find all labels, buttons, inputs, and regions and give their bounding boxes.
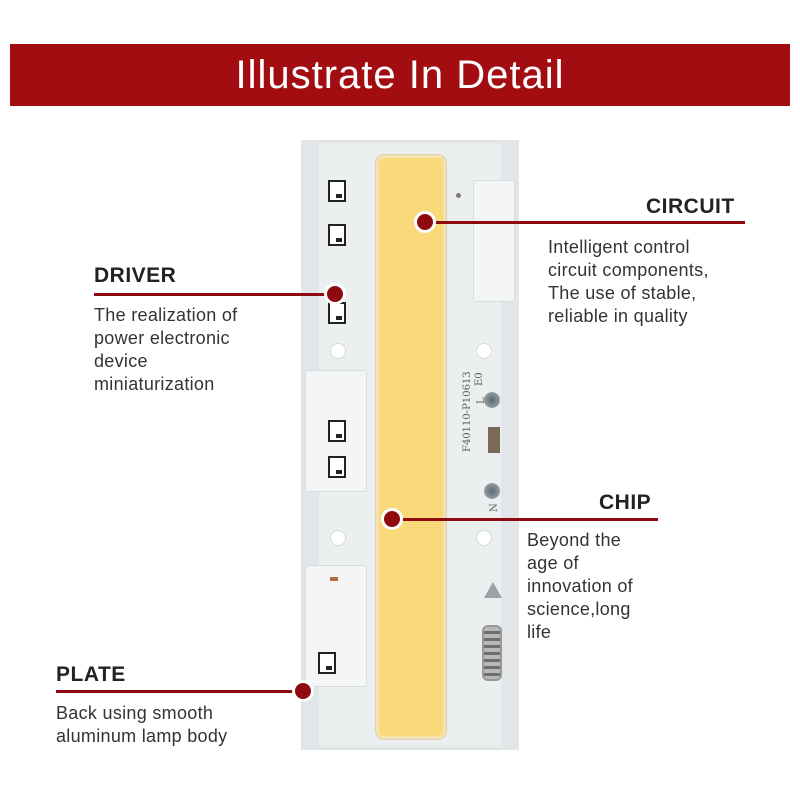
terminal-l-icon	[484, 392, 500, 408]
circuit-leader-line	[428, 221, 745, 224]
circuit-title: CIRCUIT	[646, 195, 735, 218]
chip-marker-dot	[381, 508, 403, 530]
driver-marker-dot	[324, 283, 346, 305]
plate-title: PLATE	[56, 663, 126, 686]
mount-hole-1	[330, 343, 346, 359]
board-label-n: N	[489, 503, 500, 512]
smd-component	[330, 577, 338, 581]
driver-pad-2	[328, 224, 346, 246]
driver-title: DRIVER	[94, 264, 177, 287]
smd-component-small	[456, 193, 461, 198]
circuit-description: Intelligent control circuit components, …	[548, 237, 709, 326]
board-print-code: F40110-P10613	[462, 371, 473, 452]
driver-pad-4	[328, 420, 346, 442]
chip-leader-line	[392, 518, 658, 521]
board-label-l: L	[476, 397, 487, 404]
resistor-component	[486, 425, 502, 455]
header-banner: Illustrate In Detail	[10, 44, 790, 106]
warning-icon	[484, 582, 502, 598]
plate-pad	[318, 652, 336, 674]
control-ic-icon	[482, 625, 502, 681]
plate-panel	[305, 565, 367, 687]
driver-description: The realization of power electronic devi…	[94, 305, 238, 394]
plate-marker-dot	[292, 680, 314, 702]
driver-leader-line	[94, 293, 338, 296]
plate-leader-line	[56, 690, 302, 693]
chip-description: Beyond the age of innovation of science,…	[527, 530, 633, 642]
plate-description: Back using smooth aluminum lamp body	[56, 703, 228, 746]
mount-hole-2	[476, 343, 492, 359]
circuit-panel-top	[473, 180, 515, 302]
driver-pad-3	[328, 302, 346, 324]
cob-led-chip	[379, 158, 443, 736]
mount-hole-3	[330, 530, 346, 546]
banner-title: Illustrate In Detail	[235, 53, 565, 97]
driver-pad-5	[328, 456, 346, 478]
driver-pad-1	[328, 180, 346, 202]
chip-title: CHIP	[599, 491, 652, 514]
terminal-n-icon	[484, 483, 500, 499]
circuit-marker-dot	[414, 211, 436, 233]
mount-hole-4	[476, 530, 492, 546]
board-print-rev: E0	[474, 372, 485, 386]
